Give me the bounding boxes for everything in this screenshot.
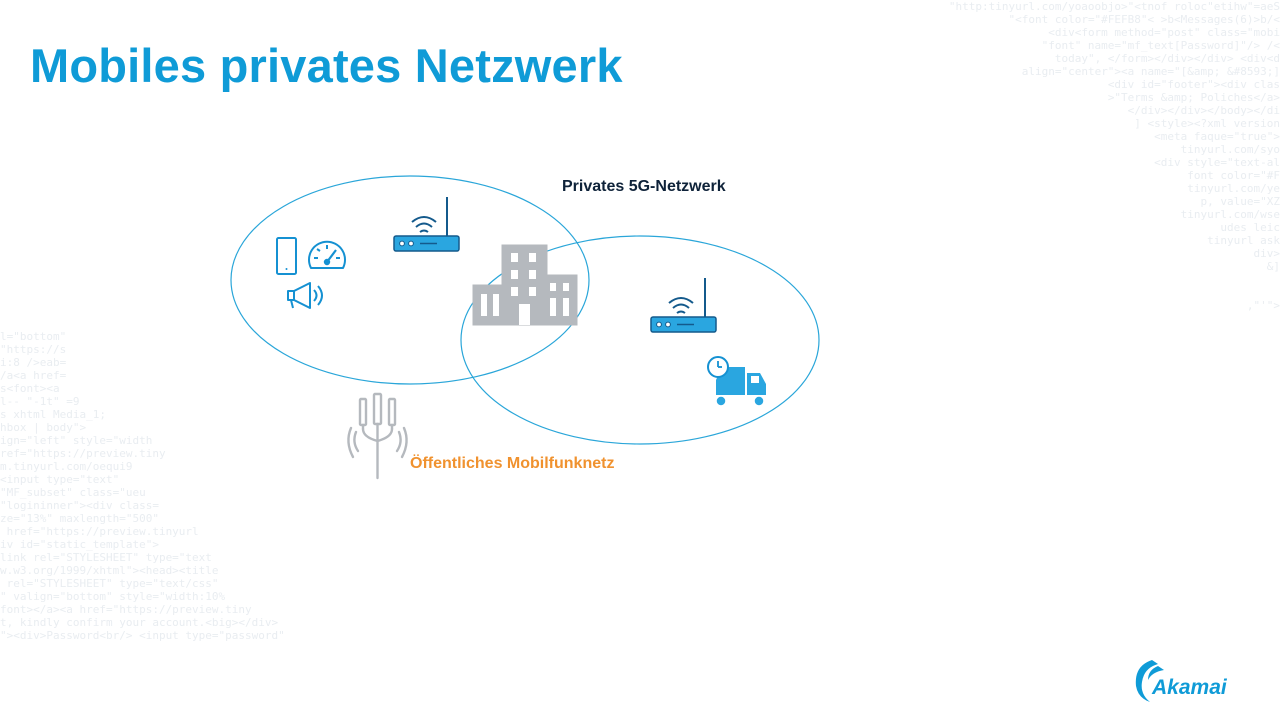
smartphone-icon — [276, 237, 297, 275]
private-network-area — [460, 235, 820, 445]
akamai-logo-icon — [1135, 660, 1164, 702]
slide-title: Mobiles privates Netzwerk — [30, 39, 623, 92]
megaphone-icon — [287, 282, 323, 309]
wifi-router-icon — [393, 197, 460, 252]
building-icon — [472, 244, 578, 326]
public-mobile-network-label: Öffentliches Mobilfunknetz — [410, 455, 615, 472]
speedometer-icon — [308, 240, 346, 269]
cell-tower-icon — [347, 392, 408, 480]
private-5g-network-label: Privates 5G-Netzwerk — [562, 178, 726, 195]
delivery-truck-icon — [707, 356, 766, 407]
public-network-area — [230, 175, 590, 385]
akamai-logo-text: Akamai — [1152, 676, 1227, 699]
wifi-router-icon — [650, 278, 717, 333]
